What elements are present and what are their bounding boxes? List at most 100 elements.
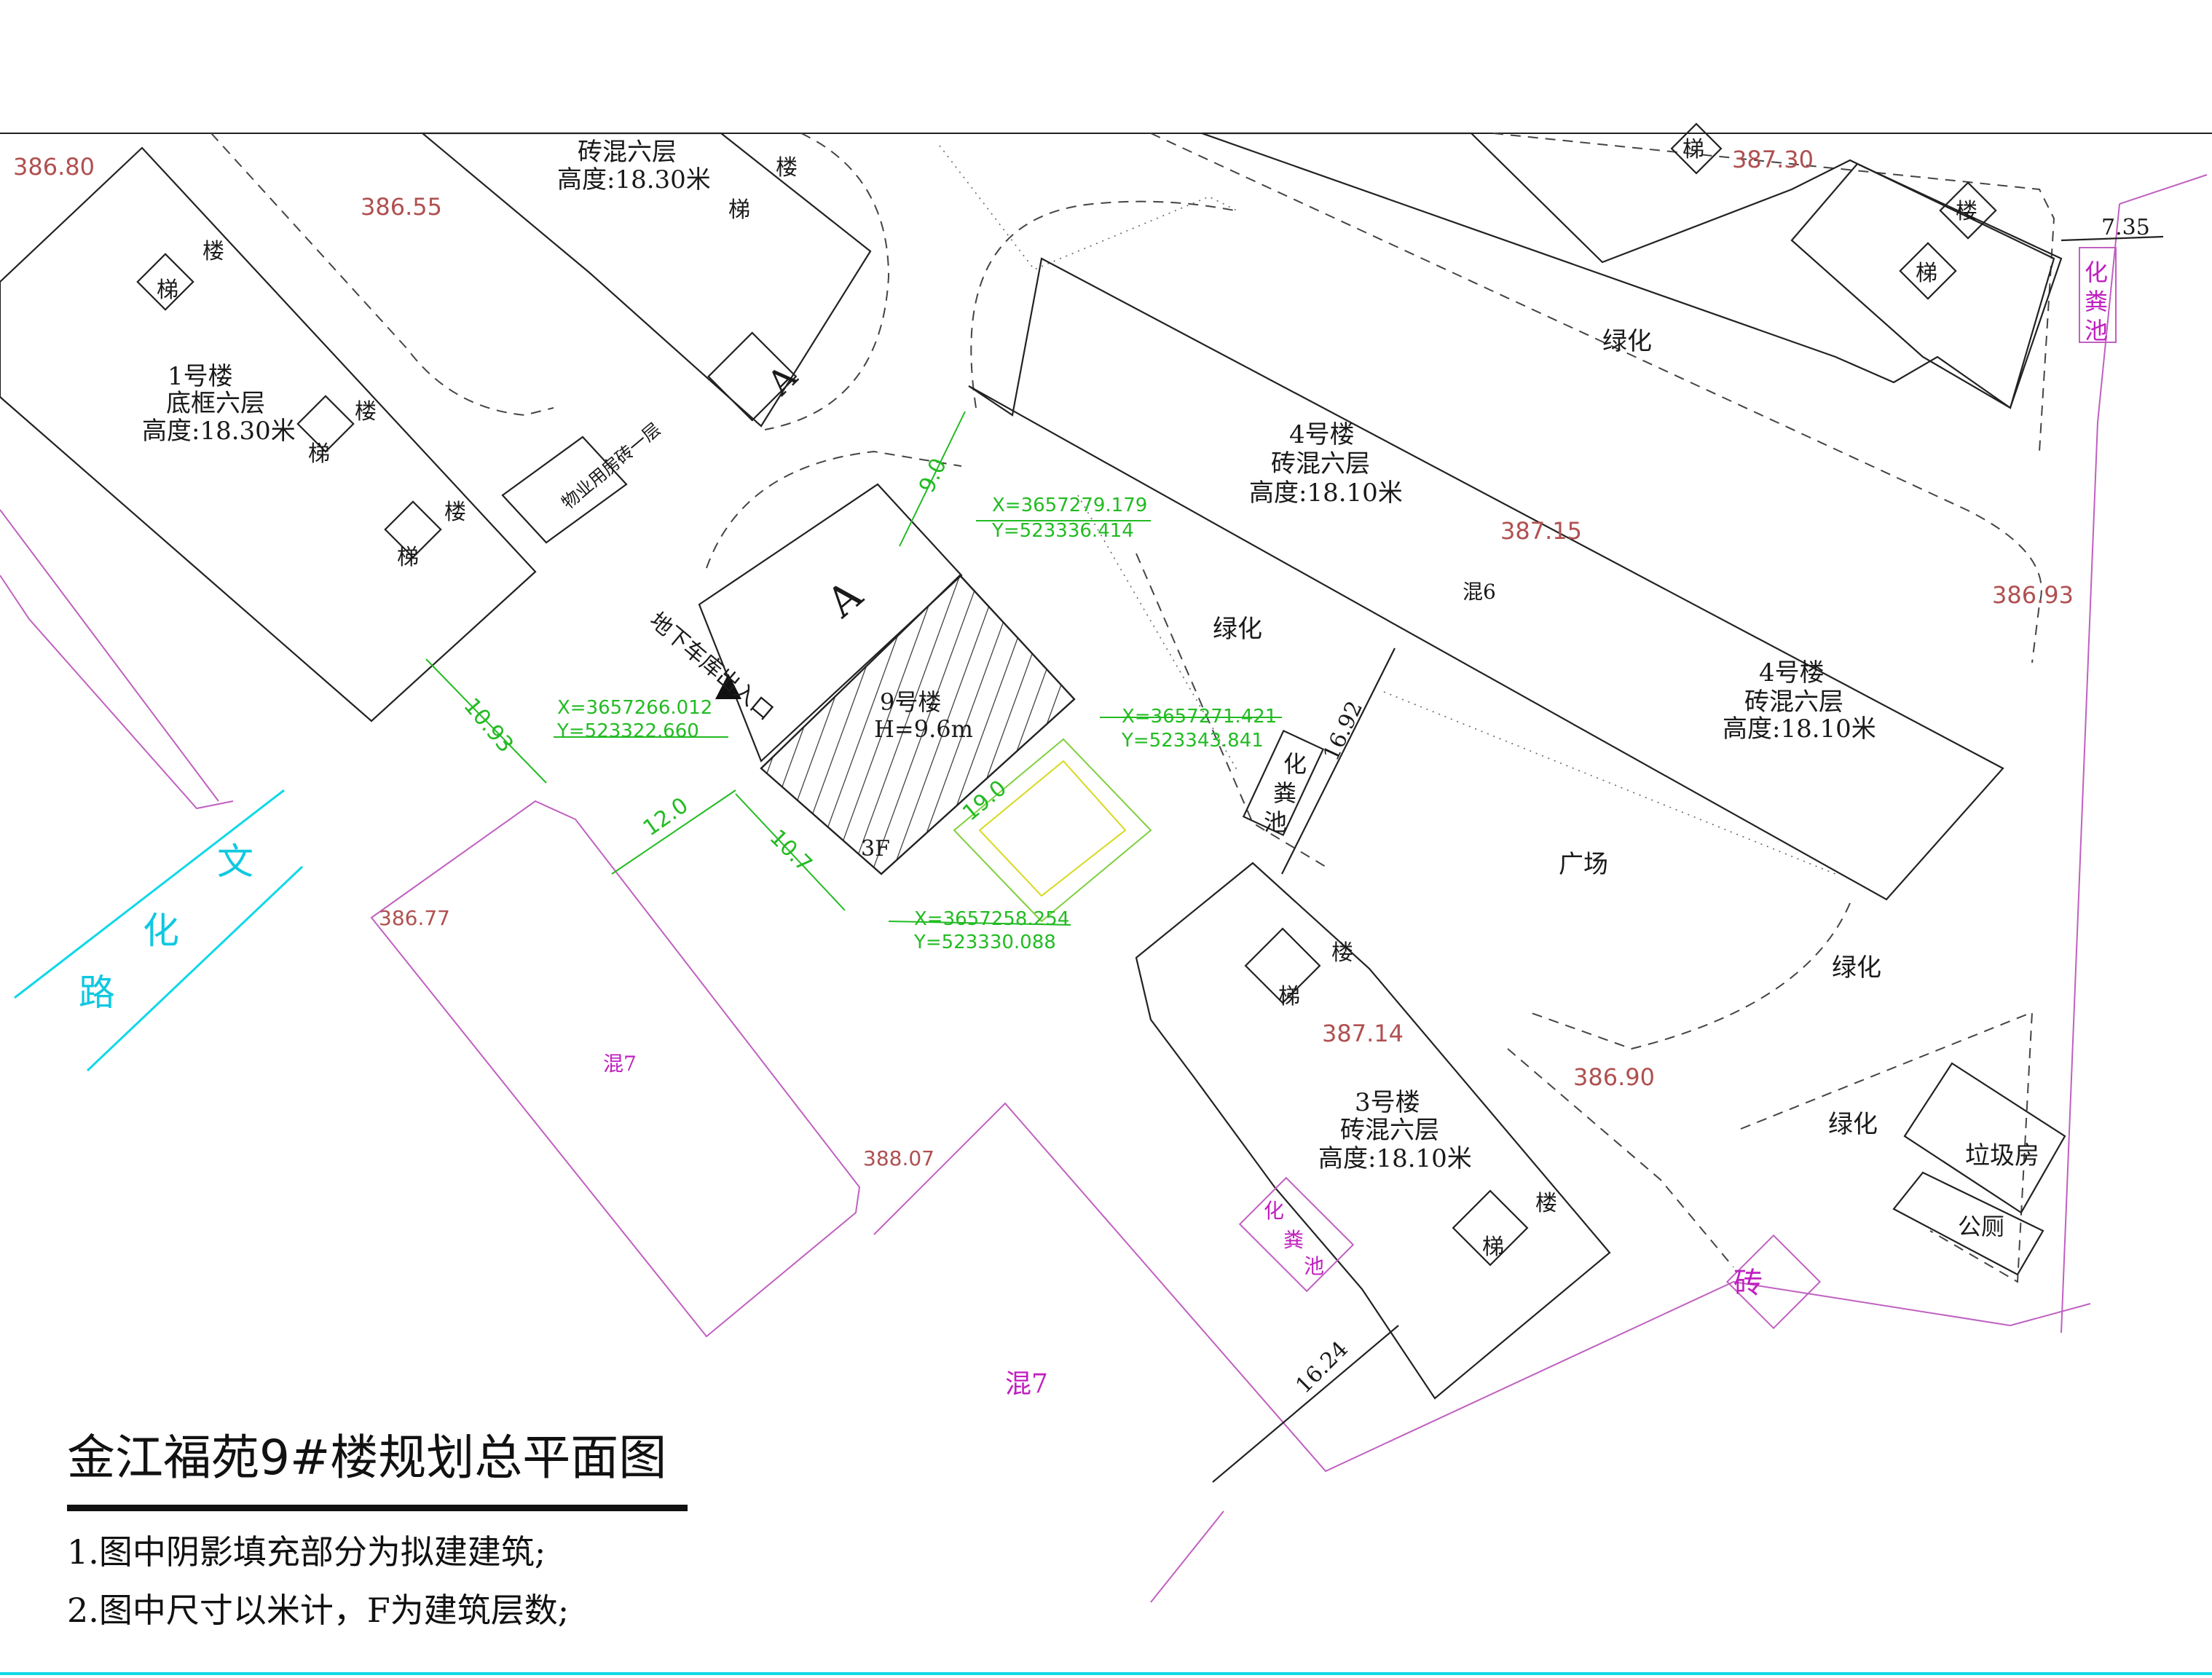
road-edge xyxy=(86,865,304,1072)
septic-label: 粪 xyxy=(2085,288,2108,315)
coord-y: Y=523322.660 xyxy=(556,720,699,742)
stair-box xyxy=(1899,242,1957,300)
dashed-road xyxy=(764,133,890,430)
road-boundary xyxy=(0,575,234,810)
toilet-outline xyxy=(1892,1171,2044,1276)
dimension-label: 7.35 xyxy=(2101,215,2150,240)
road-name: 文 xyxy=(217,840,253,883)
dotted-line xyxy=(1077,495,1239,773)
garage-entry-outline xyxy=(698,483,963,763)
a-mark: A xyxy=(818,572,872,628)
toilet-label: 公厕 xyxy=(1958,1213,2004,1240)
dashed-road xyxy=(1529,902,1851,1050)
stair-lou: 楼 xyxy=(1535,1191,1557,1216)
elevation-label: 386.55 xyxy=(361,193,442,221)
stair-ti: 梯 xyxy=(728,197,750,223)
stair-ti: 梯 xyxy=(1482,1234,1504,1260)
septic-label: 化 xyxy=(2085,259,2108,286)
stair-ti: 梯 xyxy=(1916,261,1937,286)
dashed-road xyxy=(210,133,554,417)
elevation-label: 386.93 xyxy=(1992,581,2074,609)
greening-label: 绿化 xyxy=(1828,1110,1878,1139)
stair-ti: 梯 xyxy=(1682,137,1704,162)
dimension-label: 9.0 xyxy=(914,454,952,497)
septic-label: 池 xyxy=(1264,808,1287,836)
stair-box xyxy=(1452,1189,1529,1267)
stair-lou: 楼 xyxy=(776,155,798,181)
a-mark: A xyxy=(759,357,805,403)
dim-line-black xyxy=(1281,647,1396,875)
dashed-road xyxy=(1492,133,2055,452)
septic-tank-top-right xyxy=(2079,247,2117,343)
road-name: 化 xyxy=(143,910,179,952)
building-2-outline xyxy=(420,132,872,428)
elevation-label: 387.14 xyxy=(1322,1020,1404,1047)
septic-label: 池 xyxy=(2085,317,2108,344)
dimension-label: 10.93 xyxy=(459,693,519,757)
b3-type: 砖混六层 xyxy=(1340,1116,1439,1145)
title-underline xyxy=(67,1505,688,1511)
building-9-proposed xyxy=(760,574,1076,875)
dim-line xyxy=(611,789,736,875)
dimension-label: 16.92 xyxy=(1318,697,1368,765)
road-boundary xyxy=(0,509,219,802)
b3-name: 3号楼 xyxy=(1355,1088,1420,1117)
hun6-label: 混6 xyxy=(1463,580,1496,604)
boundary-line xyxy=(1150,1510,1224,1603)
garbage-room-label: 垃圾房 xyxy=(1965,1141,2039,1170)
building-1-outline xyxy=(0,146,537,722)
greening-label: 绿化 xyxy=(1602,327,1652,356)
elevation-label: 386.77 xyxy=(379,906,450,930)
septic-label: 化 xyxy=(1283,750,1307,778)
stair-box xyxy=(1670,122,1723,175)
stair-box xyxy=(136,253,194,311)
coord-x: X=3657258.254 xyxy=(914,908,1069,930)
road-edge xyxy=(14,789,285,999)
building-upper-right-block xyxy=(1790,162,2063,409)
stair-box xyxy=(296,395,355,453)
dim-line-black xyxy=(1212,1325,1399,1483)
page-title: 金江福苑9#楼规划总平面图 xyxy=(67,1430,667,1486)
coord-x: X=3657271.421 xyxy=(1122,706,1277,728)
dashed-road xyxy=(1135,553,1326,867)
east-boundary-top xyxy=(2119,174,2208,205)
stair-lou: 楼 xyxy=(1956,199,1977,224)
b4b-type: 砖混六层 xyxy=(1744,688,1843,717)
septic-tank-bottom xyxy=(1238,1176,1355,1293)
dashed-road xyxy=(706,450,962,569)
bottom-border xyxy=(0,1672,2212,1675)
dim-line xyxy=(425,658,547,784)
yard-green-box xyxy=(953,738,1152,923)
b4b-height: 高度:18.10米 xyxy=(1723,714,1876,744)
east-boundary xyxy=(2061,203,2120,1334)
building-3-outline xyxy=(1135,862,1611,1400)
property-room-outline xyxy=(501,436,628,544)
stair-box xyxy=(1939,181,1997,240)
stair-lou: 楼 xyxy=(1331,940,1353,966)
note-1: 1.图中阴影填充部分为拟建建筑; xyxy=(67,1532,546,1572)
stair-lou: 楼 xyxy=(355,399,377,425)
stair-ti: 梯 xyxy=(157,277,178,303)
b1-height: 高度:18.30米 xyxy=(142,417,296,446)
dashed-road xyxy=(1150,133,2042,663)
dim-line xyxy=(899,411,966,547)
greening-label: 绿化 xyxy=(1213,615,1262,644)
coord-y: Y=523336.414 xyxy=(991,520,1134,542)
building-4-upper-outline xyxy=(1201,132,2055,409)
septic-tank-mid xyxy=(1242,729,1325,837)
coord-x: X=3657279.179 xyxy=(992,495,1147,516)
dim-line-black xyxy=(2061,235,2164,242)
building-4-outline xyxy=(968,257,2004,901)
dashed-road xyxy=(1507,1048,1734,1268)
elevation-label: 387.15 xyxy=(1500,517,1582,545)
property-room-label: 物业用房砖一层 xyxy=(558,419,665,513)
b4a-height: 高度:18.10米 xyxy=(1249,478,1403,508)
dashed-road xyxy=(970,200,1239,409)
coord-y: Y=523330.088 xyxy=(913,931,1056,953)
stair-ti: 梯 xyxy=(397,545,419,570)
square-label: 广场 xyxy=(1559,850,1608,879)
greening-label: 绿化 xyxy=(1832,953,1881,982)
brick-box xyxy=(1725,1234,1822,1330)
b1-name: 1号楼 xyxy=(168,362,233,391)
